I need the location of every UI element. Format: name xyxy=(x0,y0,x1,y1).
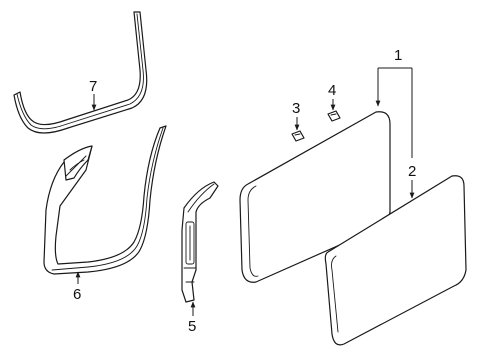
part-6-door-frame-weatherstrip xyxy=(43,125,167,275)
callout-7: 7 xyxy=(89,78,97,95)
callout-4: 4 xyxy=(328,82,336,99)
callout-2: 2 xyxy=(408,163,416,180)
callout-5: 5 xyxy=(188,318,196,335)
part-2-door-panel-inner xyxy=(324,175,467,346)
leader-lines xyxy=(75,67,415,316)
callout-6: 6 xyxy=(73,286,81,303)
part-5-pillar-trim xyxy=(181,181,219,303)
part-3-clip xyxy=(291,130,305,142)
callout-1: 1 xyxy=(394,47,402,64)
callout-labels: 1 2 3 4 5 6 7 xyxy=(73,47,416,335)
callout-3: 3 xyxy=(292,100,300,117)
part-7-upper-weatherstrip xyxy=(13,11,148,134)
part-4-clip xyxy=(327,110,341,122)
